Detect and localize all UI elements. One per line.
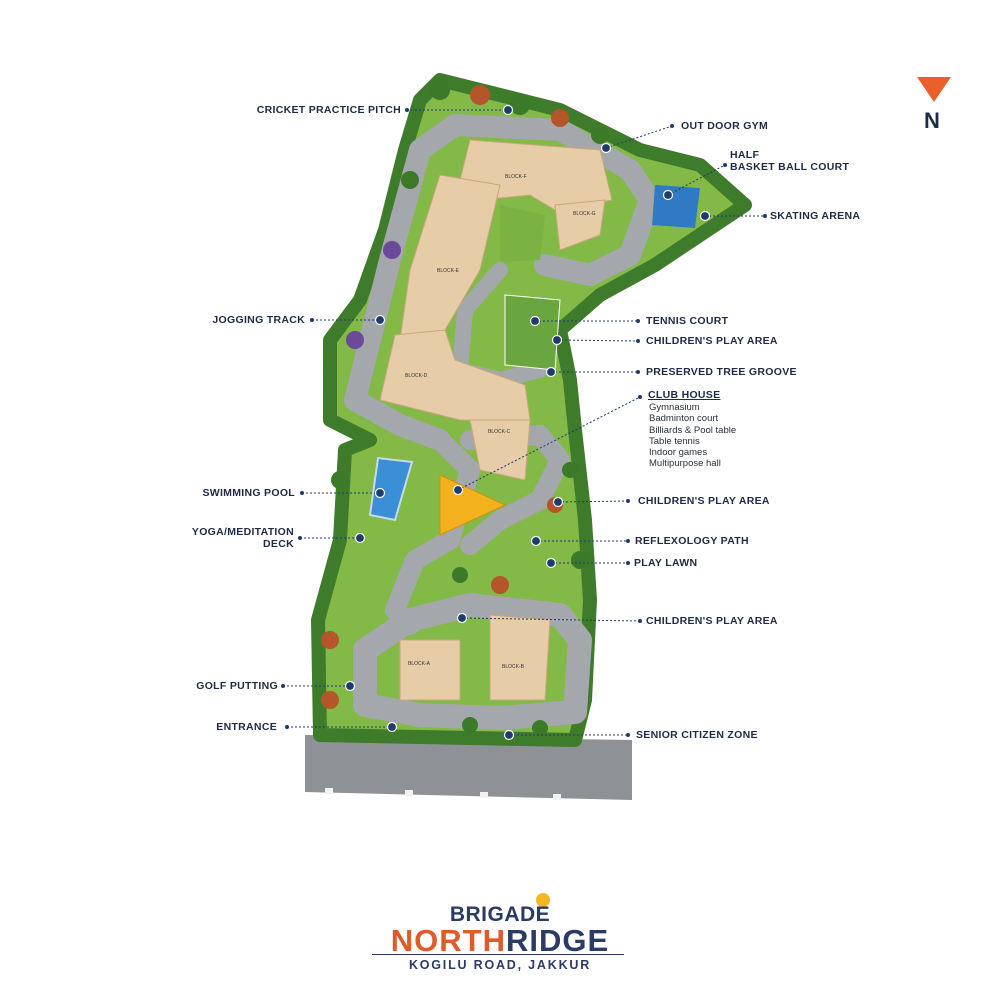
block-labels: BLOCK-F BLOCK-G BLOCK-E BLOCK-D BLOCK-C … [405, 174, 596, 670]
label-tree-groove: PRESERVED TREE GROOVE [646, 366, 797, 378]
svg-text:BLOCK-C: BLOCK-C [488, 429, 511, 435]
marker-entrance [386, 721, 398, 733]
marker-jogging [374, 314, 386, 326]
clubhouse-item: Billiards & Pool table [649, 424, 737, 436]
svg-text:BLOCK-B: BLOCK-B [502, 664, 525, 670]
label-cricket: CRICKET PRACTICE PITCH [256, 104, 401, 116]
label-entrance: ENTRANCE [216, 721, 277, 733]
svg-text:BLOCK-F: BLOCK-F [505, 174, 527, 180]
marker-play1 [551, 334, 563, 346]
road-markings [325, 788, 561, 800]
svg-text:BLOCK-D: BLOCK-D [405, 373, 428, 379]
marker-reflexology [530, 535, 542, 547]
brand-location: KOGILU ROAD, JAKKUR [408, 958, 592, 972]
block-d [379, 329, 531, 421]
marker-tennis [529, 315, 541, 327]
block-a [399, 639, 461, 701]
label-skating: SKATING ARENA [770, 210, 861, 222]
clubhouse-item: Indoor games [649, 447, 708, 459]
label-basketball-line2: BASKET BALL COURT [730, 161, 850, 173]
label-play3: CHILDREN'S PLAY AREA [646, 615, 778, 627]
swimming-pool-area [368, 456, 414, 522]
clubhouse-item: Gymnasium [649, 402, 700, 413]
marker-play3 [456, 612, 468, 624]
label-play1: CHILDREN'S PLAY AREA [646, 335, 778, 347]
leader-lines [283, 109, 765, 736]
marker-cricket [502, 104, 514, 116]
svg-text:BLOCK-A: BLOCK-A [408, 661, 431, 667]
brand-sun-dot-icon [536, 893, 550, 907]
brand-divider [372, 954, 624, 955]
marker-play-lawn [545, 557, 557, 569]
marker-golf [344, 680, 356, 692]
block-b [489, 614, 551, 701]
marker-senior [503, 729, 515, 741]
label-reflexology: REFLEXOLOGY PATH [635, 535, 749, 547]
label-basketball-line1: HALF [730, 149, 760, 161]
label-senior: SENIOR CITIZEN ZONE [636, 729, 758, 741]
marker-basketball [662, 189, 674, 201]
label-outdoor-gym: OUT DOOR GYM [681, 120, 769, 132]
label-jogging: JOGGING TRACK [212, 314, 305, 326]
block-g [554, 199, 606, 251]
label-yoga-line2: DECK [263, 538, 294, 550]
label-play-lawn: PLAY LAWN [634, 557, 698, 569]
svg-text:BLOCK-E: BLOCK-E [437, 268, 460, 274]
marker-pool [374, 487, 386, 499]
marker-play2 [552, 496, 564, 508]
clubhouse-item: Multipurpose hall [649, 458, 721, 470]
marker-skating [699, 210, 711, 222]
brand-name-main: NORTHRIDGE [0, 923, 1000, 959]
marker-clubhouse [452, 484, 464, 496]
clubhouse-item: Badminton court [649, 413, 719, 425]
clubhouse-facilities: Gymnasium Badminton court Billiards & Po… [649, 402, 736, 470]
tree-clusters [321, 80, 609, 736]
label-pool: SWIMMING POOL [202, 487, 295, 499]
label-tennis: TENNIS COURT [646, 315, 729, 327]
marker-yoga [354, 532, 366, 544]
label-basketball: HALF BASKET BALL COURT [730, 149, 849, 173]
tennis-court-area [504, 294, 561, 371]
amenity-markers [344, 104, 711, 741]
label-clubhouse: CLUB HOUSE [648, 389, 721, 401]
label-play2: CHILDREN'S PLAY AREA [638, 495, 770, 507]
basketball-court-area [652, 185, 700, 228]
label-golf: GOLF PUTTING [196, 680, 278, 692]
clubhouse-item: Table tennis [649, 435, 700, 447]
label-yoga: YOGA/MEDITATION DECK [192, 526, 294, 550]
central-green [500, 205, 545, 262]
marker-tree-groove [545, 366, 557, 378]
building-blocks [379, 139, 613, 701]
label-yoga-line1: YOGA/MEDITATION [191, 526, 294, 538]
brand-name-top: BRIGADE [449, 903, 551, 926]
brand-main-part1: NORTH [390, 923, 507, 958]
block-c [469, 419, 531, 481]
north-label: N [924, 108, 940, 133]
brand-main-part2: RIDGE [506, 923, 610, 958]
north-arrow-icon [917, 77, 951, 102]
svg-text:BLOCK-G: BLOCK-G [573, 211, 596, 217]
label-dots [281, 108, 767, 737]
main-road [305, 735, 632, 800]
marker-outdoor-gym [600, 142, 612, 154]
